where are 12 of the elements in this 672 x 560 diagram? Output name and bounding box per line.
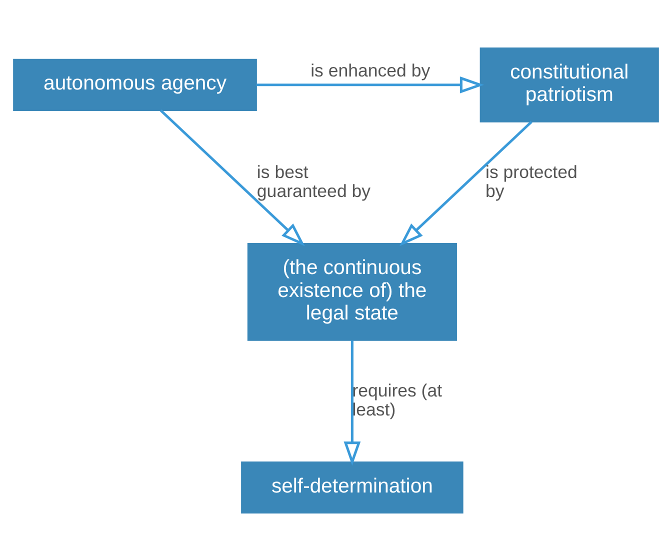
edge-label: is enhanced by [310,60,430,80]
edge-label: requires (at least) [352,380,442,419]
node-box: constitutional patriotism [480,46,659,122]
node-box: autonomous agency [13,58,257,110]
node-box: (the continuous existence of) the legal state [247,242,457,340]
node-box: self-determination [241,460,464,514]
arrow [399,120,532,246]
edge-label: is best guaranteed by [256,161,371,200]
arrow [256,76,484,93]
edge-label: is protected by [486,161,578,200]
arrow [160,109,305,246]
arrow [344,340,361,466]
